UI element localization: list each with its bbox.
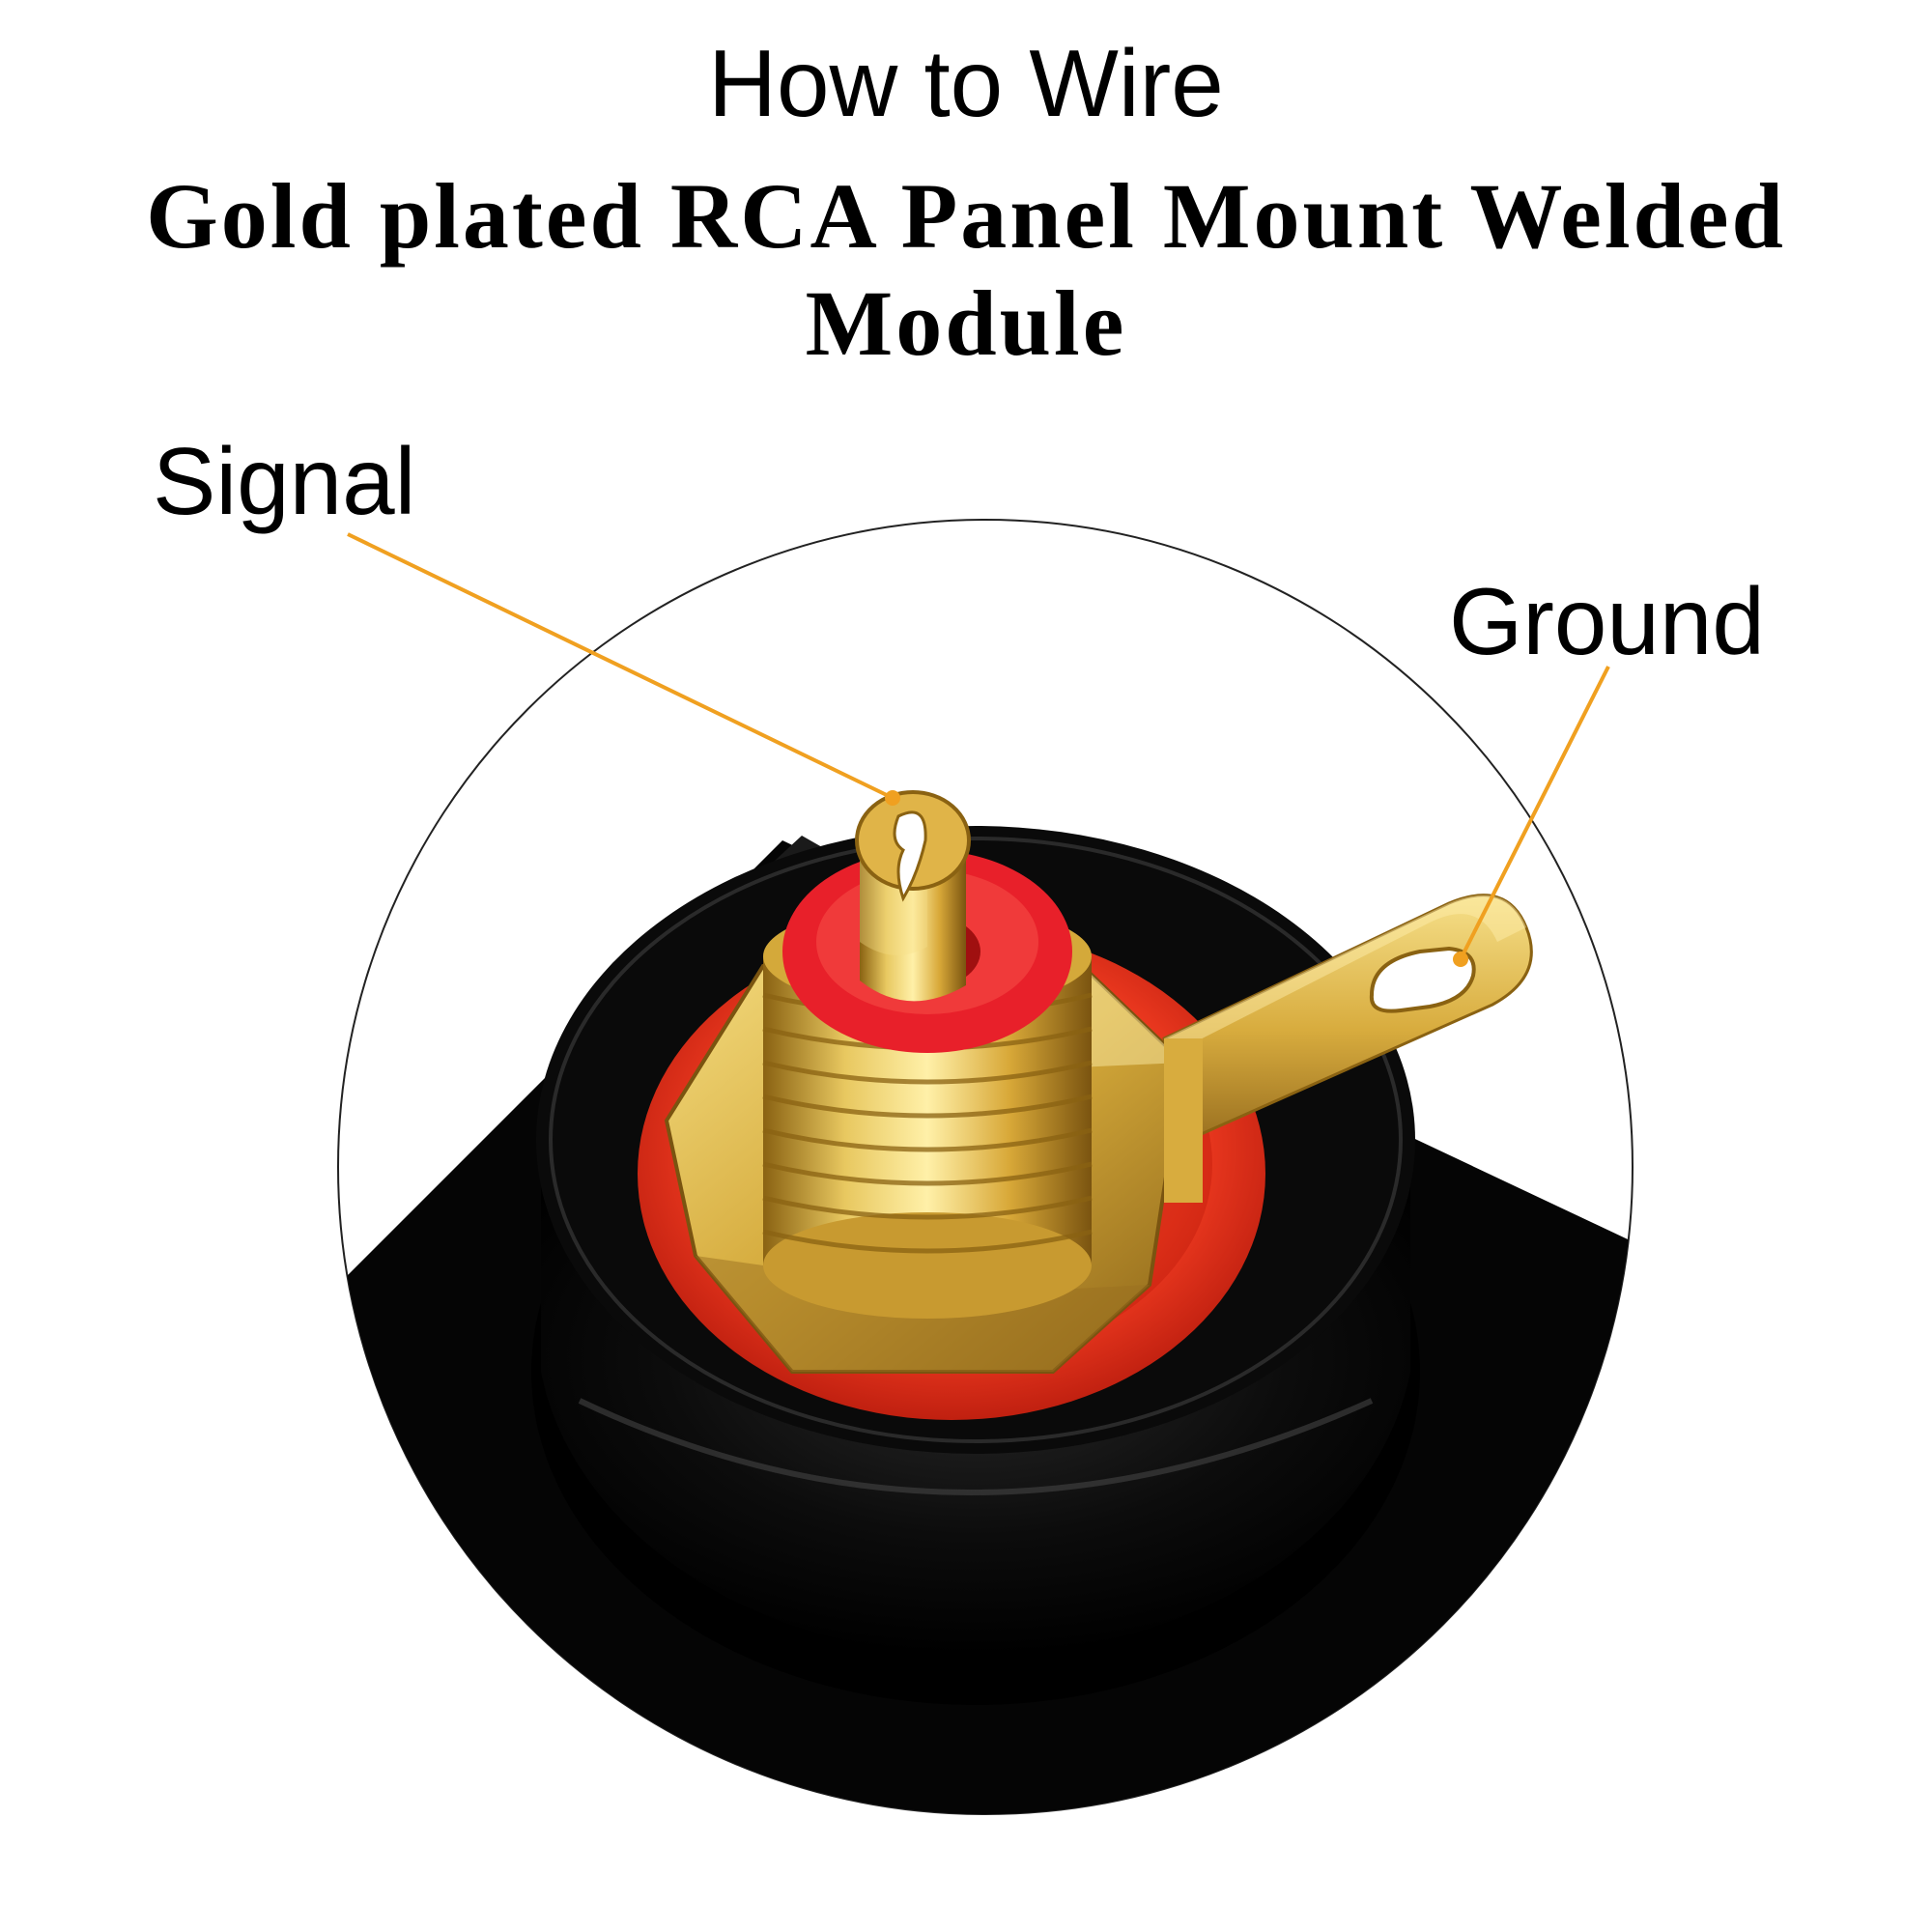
ground-leader-line (1459, 666, 1610, 960)
page-subtitle: Gold plated RCA Panel Mount Welded Modul… (146, 164, 1786, 375)
ground-tab-hole (1369, 946, 1476, 1013)
signal-pin (860, 850, 966, 1002)
page-title: How to Wire (708, 30, 1224, 136)
signal-leader-line (347, 532, 894, 800)
signal-leader-dot (885, 790, 900, 806)
rca-jack-photo (338, 790, 1633, 1814)
ground-label: Ground (1449, 568, 1765, 674)
ground-leader-dot (1453, 952, 1468, 967)
signal-pin-slot (893, 810, 927, 902)
signal-label: Signal (153, 428, 415, 534)
